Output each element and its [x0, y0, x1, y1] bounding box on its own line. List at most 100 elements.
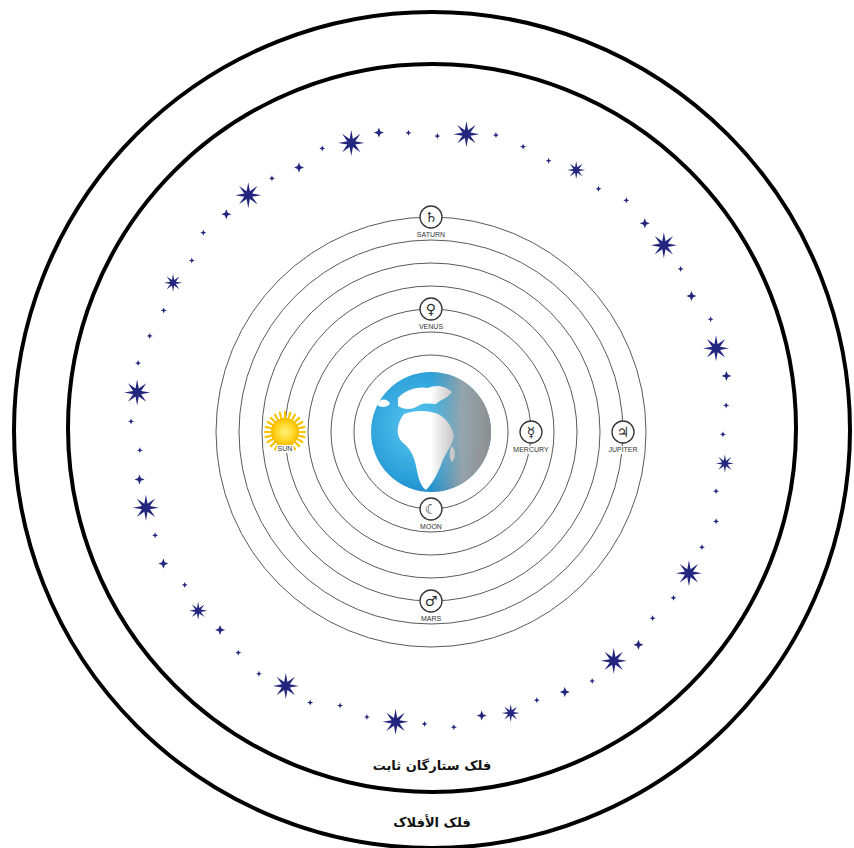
- sun-ray: [292, 415, 296, 421]
- star: [650, 615, 656, 621]
- sun-ray: [266, 427, 273, 429]
- star: [723, 402, 729, 408]
- planet-glyph: ♀: [419, 297, 443, 321]
- star: [546, 158, 552, 164]
- star: [374, 128, 384, 138]
- planet-name: SUN: [277, 445, 294, 453]
- star: [453, 121, 479, 147]
- sun-ray: [288, 413, 290, 420]
- sun-ray: [268, 422, 274, 426]
- star: [221, 209, 231, 219]
- star: [434, 133, 440, 139]
- planet-glyph: ♄: [419, 205, 443, 229]
- star: [124, 380, 150, 406]
- star: [493, 132, 499, 138]
- star: [158, 559, 168, 569]
- planet-symbol: ☿MERCURY: [519, 420, 543, 444]
- star: [716, 454, 734, 472]
- star: [477, 711, 487, 721]
- star: [422, 721, 428, 727]
- planet-glyph: ♃: [611, 420, 635, 444]
- planet-symbol: ☾MOON: [419, 497, 443, 521]
- sun-ray: [266, 435, 273, 437]
- sun-ray: [265, 431, 272, 433]
- star: [713, 488, 719, 494]
- sun-ray: [294, 441, 299, 446]
- star: [534, 697, 540, 703]
- planet-name: MERCURY: [512, 446, 549, 454]
- sun-ray: [296, 422, 302, 426]
- planet-symbol: ♂MARS: [419, 589, 443, 613]
- star: [595, 186, 601, 192]
- star: [235, 182, 261, 208]
- sun-ray: [271, 441, 276, 446]
- sun-ray: [271, 418, 276, 423]
- sun-ray: [280, 413, 282, 420]
- star: [161, 307, 167, 313]
- planet-name: VENUS: [418, 323, 444, 331]
- star: [383, 709, 409, 735]
- sun-marker: SUN: [266, 413, 304, 451]
- star: [200, 230, 206, 236]
- star: [623, 197, 629, 203]
- planet-name: SATURN: [416, 231, 446, 239]
- star: [182, 582, 188, 588]
- planet-symbol: ♀VENUS: [419, 297, 443, 321]
- star: [601, 648, 627, 674]
- planet-name: MOON: [419, 523, 443, 531]
- planet-glyph: ☾: [419, 497, 443, 521]
- sun-ray: [268, 439, 274, 443]
- star: [676, 560, 702, 586]
- star: [640, 218, 650, 228]
- star: [338, 130, 364, 156]
- star: [405, 130, 411, 136]
- sun-ray: [296, 439, 302, 443]
- star: [152, 532, 158, 538]
- sun-ray: [298, 427, 305, 429]
- star: [678, 266, 684, 272]
- star: [699, 544, 705, 550]
- outer-sphere: [14, 12, 850, 848]
- planet-name: JUPITER: [607, 446, 638, 454]
- star: [137, 447, 143, 453]
- star: [502, 704, 520, 722]
- star: [147, 333, 153, 339]
- planet-symbol: ♃JUPITER: [611, 420, 635, 444]
- planet-glyph: ☿: [519, 420, 543, 444]
- sphere-label: فلک ستارگان ثابت: [370, 758, 495, 775]
- star: [337, 703, 343, 709]
- star: [273, 673, 299, 699]
- star: [686, 291, 696, 301]
- star: [319, 145, 325, 151]
- star: [235, 650, 241, 656]
- star: [135, 360, 141, 366]
- star: [294, 163, 304, 173]
- star: [256, 671, 262, 677]
- star: [364, 714, 370, 720]
- planet-name: MARS: [420, 615, 442, 623]
- sun-ray: [294, 418, 299, 423]
- earth: [371, 370, 493, 494]
- star: [451, 724, 457, 730]
- star: [307, 700, 313, 706]
- planet-symbol: ♄SATURN: [419, 205, 443, 229]
- sun-ray: [275, 415, 279, 421]
- star: [720, 431, 726, 437]
- star: [633, 640, 643, 650]
- sun-ray: [298, 435, 305, 437]
- sun-ray: [284, 412, 286, 419]
- star: [703, 335, 729, 361]
- star: [128, 418, 134, 424]
- star: [670, 595, 676, 601]
- star: [164, 274, 182, 292]
- star-ring: [124, 121, 734, 735]
- star: [651, 232, 677, 258]
- star: [133, 495, 159, 521]
- star: [189, 258, 195, 264]
- fixed-star-sphere: [68, 64, 796, 792]
- star: [708, 316, 714, 322]
- star: [560, 687, 570, 697]
- star: [269, 175, 275, 181]
